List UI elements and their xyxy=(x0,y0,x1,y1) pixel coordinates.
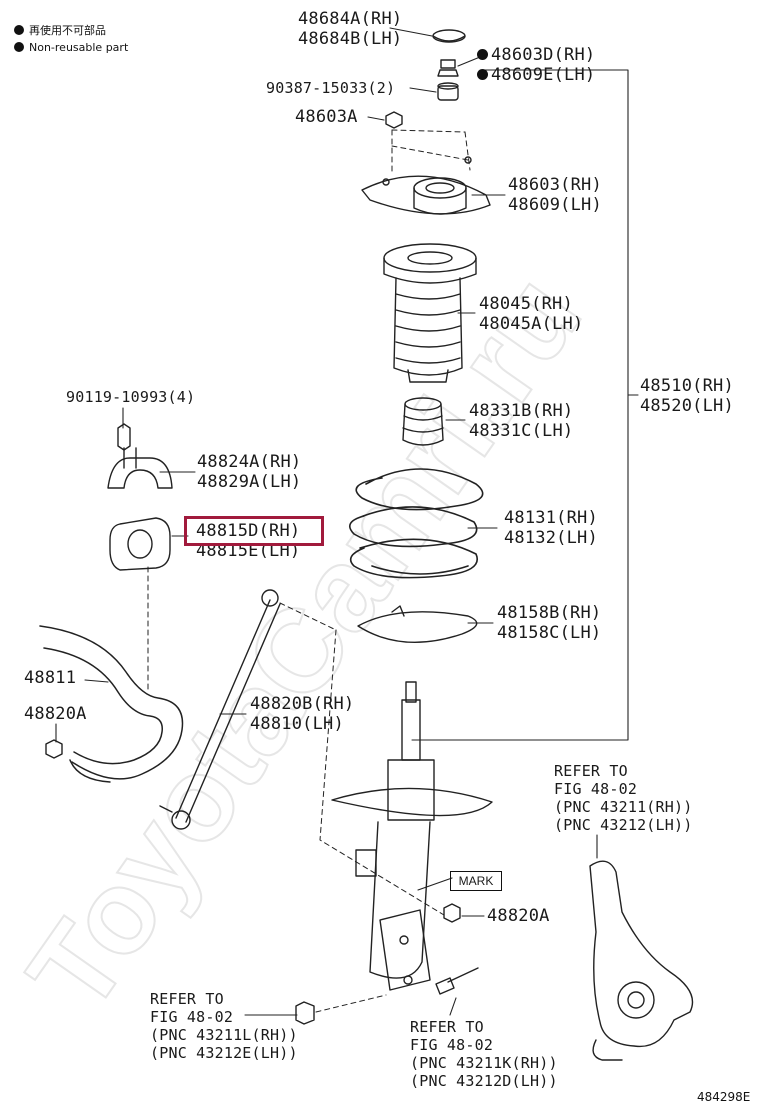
legend-en: Non-reusable part xyxy=(14,41,128,54)
label-48811: 48811 xyxy=(24,668,77,688)
label-48131: 48131(RH) xyxy=(504,508,598,528)
refer-left-line3: (PNC 43211L(RH)) xyxy=(150,1026,298,1044)
upper-caps xyxy=(385,29,466,129)
legend-jp: 再使用不可部品 xyxy=(14,22,106,38)
label-48132: 48132(LH) xyxy=(504,528,598,548)
label-48603d: 48603D(RH) xyxy=(477,45,595,65)
stabilizer-bar xyxy=(39,625,184,783)
dashed-lines xyxy=(147,129,471,1013)
label-48158c: 48158C(LH) xyxy=(497,623,602,643)
label-48603: 48603(RH) xyxy=(508,175,602,195)
refer-bottom-line1: REFER TO xyxy=(410,1018,484,1036)
label-48609e: 48609E(LH) xyxy=(477,65,595,85)
label-90119: 90119-10993(4) xyxy=(66,388,196,406)
shock-absorber xyxy=(331,681,493,991)
fasteners xyxy=(45,423,479,1025)
label-48829a: 48829A(LH) xyxy=(197,472,302,492)
refer-right-line4: (PNC 43212(LH)) xyxy=(554,816,693,834)
label-48815d[interactable]: 48815D(RH) xyxy=(196,521,301,541)
label-48045: 48045(RH) xyxy=(479,294,573,314)
refer-bottom-line2: FIG 48-02 xyxy=(410,1036,494,1054)
label-48824a: 48824A(RH) xyxy=(197,452,302,472)
steering-knuckle xyxy=(589,860,694,1061)
label-48684b: 48684B(LH) xyxy=(298,29,403,49)
label-48603a: 48603A xyxy=(295,107,358,127)
label-48684a: 48684A(RH) xyxy=(298,9,403,29)
stabilizer-bushing xyxy=(109,517,171,571)
leader-lines xyxy=(55,27,639,1016)
highlight-box-48815d xyxy=(184,516,324,546)
refer-left-line4: (PNC 43212E(LH)) xyxy=(150,1044,298,1062)
non-reusable-dot-icon xyxy=(14,42,24,52)
figure-code: 484298E xyxy=(697,1090,751,1104)
upper-mount xyxy=(361,156,491,215)
refer-right-line1: REFER TO xyxy=(554,762,628,780)
label-48820a-left: 48820A xyxy=(24,704,87,724)
non-reusable-dot-icon xyxy=(14,25,24,35)
label-48810: 48810(LH) xyxy=(250,714,344,734)
label-90387: 90387-15033(2) xyxy=(266,79,396,97)
stabilizer-bracket xyxy=(107,447,173,489)
mark-label: MARK xyxy=(450,871,502,891)
refer-right-line2: FIG 48-02 xyxy=(554,780,638,798)
label-48510: 48510(RH) xyxy=(640,376,734,396)
bump-stop xyxy=(402,397,444,446)
label-48815e: 48815E(LH) xyxy=(196,541,301,561)
label-48820a-right: 48820A xyxy=(487,906,550,926)
label-48520: 48520(LH) xyxy=(640,396,734,416)
label-48331c: 48331C(LH) xyxy=(469,421,574,441)
non-reusable-dot-icon xyxy=(477,49,488,60)
dust-boot xyxy=(383,243,477,383)
refer-bottom-line4: (PNC 43212D(LH)) xyxy=(410,1072,558,1090)
non-reusable-dot-icon xyxy=(477,69,488,80)
coil-spring xyxy=(348,468,484,579)
label-48820b: 48820B(RH) xyxy=(250,694,355,714)
refer-left-line1: REFER TO xyxy=(150,990,224,1008)
refer-bottom-line3: (PNC 43211K(RH)) xyxy=(410,1054,558,1072)
spring-seat xyxy=(357,605,478,643)
stabilizer-link xyxy=(159,589,281,830)
refer-left-line2: FIG 48-02 xyxy=(150,1008,234,1026)
label-48609: 48609(LH) xyxy=(508,195,602,215)
refer-right-line3: (PNC 43211(RH)) xyxy=(554,798,693,816)
label-48045a: 48045A(LH) xyxy=(479,314,584,334)
label-48158b: 48158B(RH) xyxy=(497,603,602,623)
label-48331b: 48331B(RH) xyxy=(469,401,574,421)
